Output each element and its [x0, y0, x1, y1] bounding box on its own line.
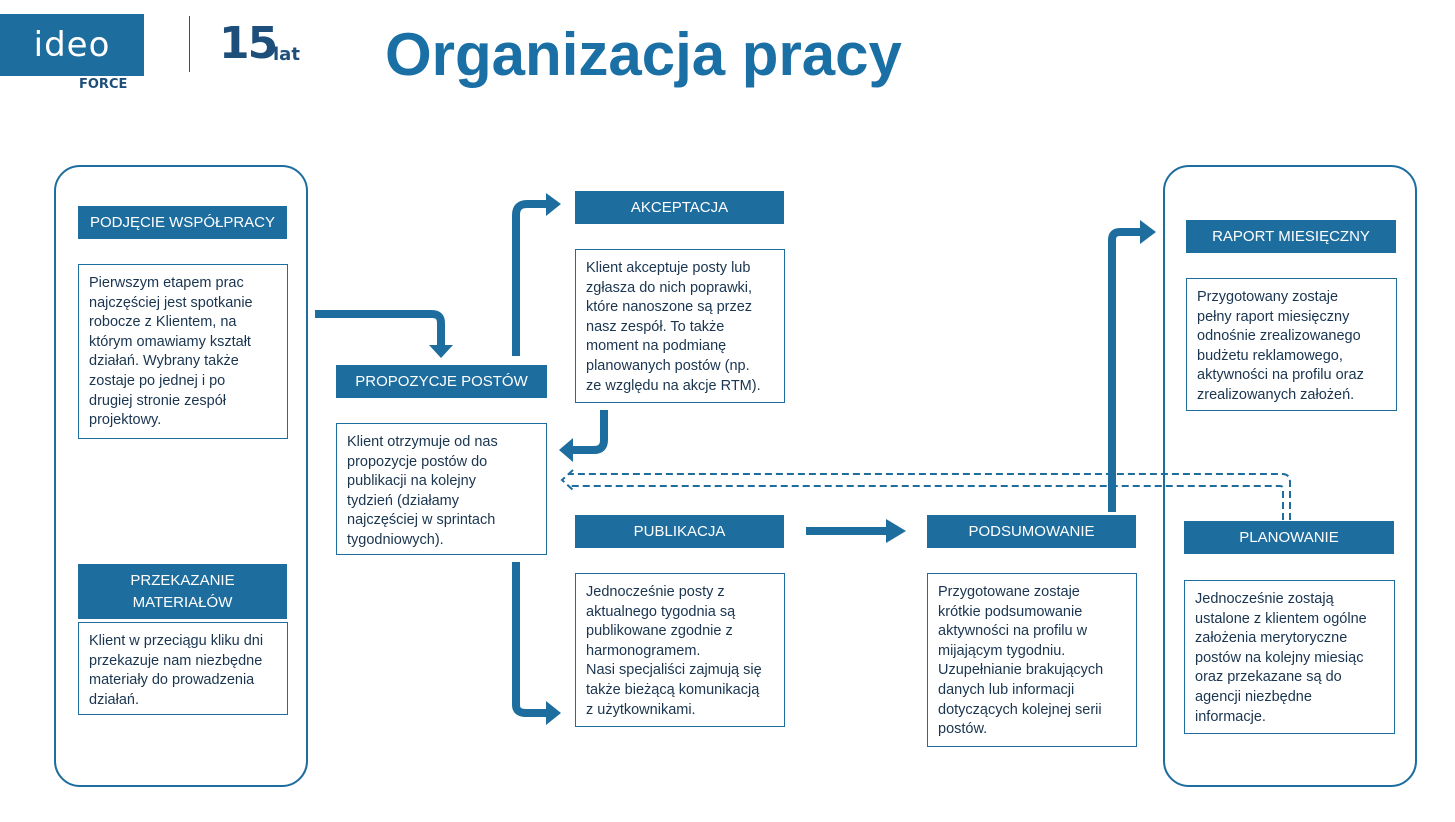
step-text-przekazanie: Klient w przeciągu kliku dni przekazuje …	[78, 622, 288, 715]
step-header-przekazanie: PRZEKAZANIE MATERIAŁÓW	[78, 564, 287, 619]
arrow-to-propozycje	[315, 310, 445, 345]
step-header-publikacja: PUBLIKACJA	[575, 515, 784, 548]
step-header-podsumowanie: PODSUMOWANIE	[927, 515, 1136, 548]
step-header-planowanie: PLANOWANIE	[1184, 521, 1394, 554]
step-text-planowanie: Jednocześnie zostają ustalone z klientem…	[1184, 580, 1395, 734]
anniversary-unit: lat	[273, 44, 300, 65]
arrowhead-raport	[1140, 220, 1156, 244]
logo-text: ideo	[33, 25, 111, 65]
page-title: Organizacja pracy	[385, 21, 902, 88]
arrow-to-publikacja	[512, 562, 548, 717]
step-header-podjecie: PODJĘCIE WSPÓŁPRACY	[78, 206, 287, 239]
step-header-propozycje: PROPOZYCJE POSTÓW	[336, 365, 547, 398]
step-header-akceptacja: AKCEPTACJA	[575, 191, 784, 224]
step-text-raport: Przygotowany zostaje pełny raport miesię…	[1186, 278, 1397, 411]
arrow-akceptacja-back	[572, 410, 608, 454]
logo-subtitle: FORCE	[79, 77, 128, 92]
step-header-raport: RAPORT MIESIĘCZNY	[1186, 220, 1396, 253]
dashed-loop-inner	[568, 485, 1284, 520]
step-text-akceptacja: Klient akceptuje posty lub zgłasza do ni…	[575, 249, 785, 403]
dashed-arrowhead	[560, 469, 574, 491]
arrowhead-akceptacja	[546, 193, 561, 216]
anniversary-number: 15	[219, 18, 278, 69]
arrowhead-podsumowanie	[886, 519, 906, 543]
step-text-propozycje: Klient otrzymuje od nas propozycje postó…	[336, 423, 547, 555]
arrow-to-raport	[1108, 228, 1140, 512]
arrow-to-akceptacja	[512, 200, 548, 356]
arrowhead-publikacja	[546, 701, 561, 725]
arrowhead-propozycje	[429, 345, 453, 358]
step-text-podjecie: Pierwszym etapem prac najczęściej jest s…	[78, 264, 288, 439]
dashed-loop-outer	[568, 473, 1291, 520]
header-divider	[189, 16, 190, 72]
arrowhead-back	[559, 438, 573, 462]
step-text-podsumowanie: Przygotowane zostaje krótkie podsumowani…	[927, 573, 1137, 747]
step-text-publikacja: Jednocześnie posty z aktualnego tygodnia…	[575, 573, 785, 727]
company-logo	[0, 14, 144, 76]
